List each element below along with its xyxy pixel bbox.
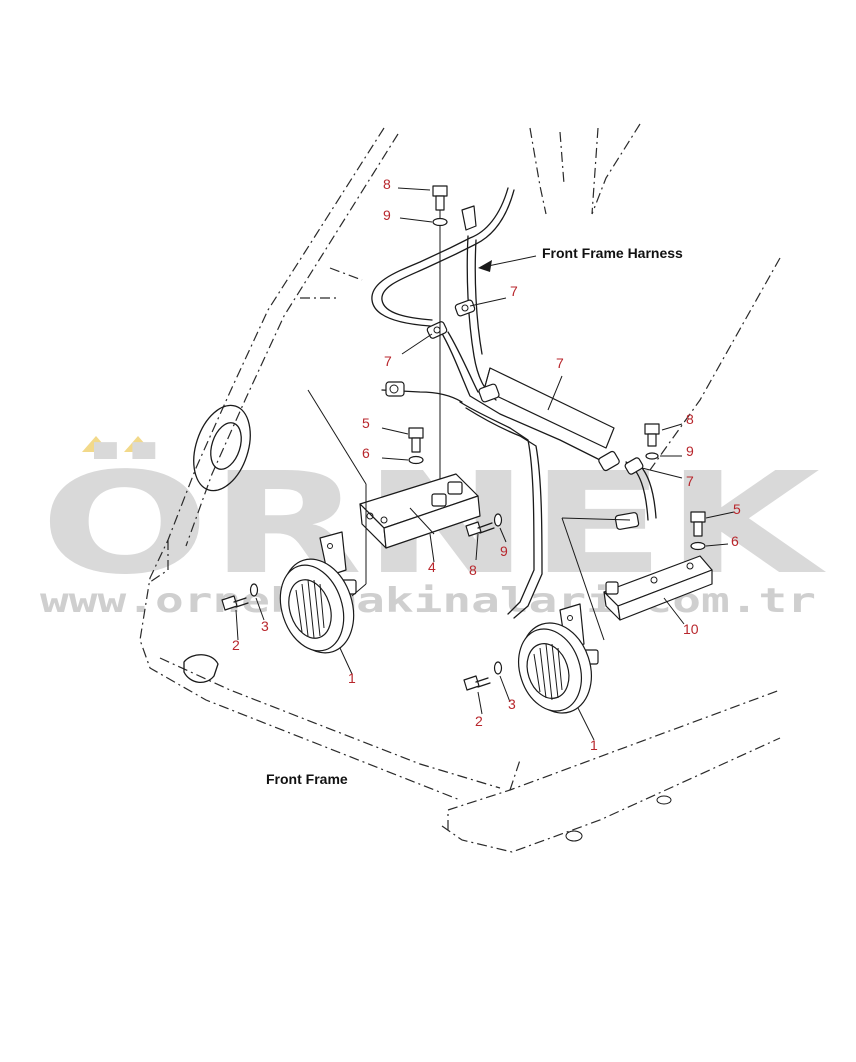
bolt-5-right [690,511,706,537]
callout-3: 3 [508,696,516,712]
bolt-8-mid [465,521,495,537]
caption-front-frame-harness: Front Frame Harness [542,245,683,261]
washer-3-right [493,661,503,675]
washer-3-left [249,583,259,597]
bolt-8-right [644,423,660,447]
bolt-2-left [221,595,249,611]
callout-9: 9 [500,543,508,559]
callout-10: 10 [683,621,699,637]
bracket-4 [359,473,481,549]
horn-grille-left [295,579,325,639]
callout-7: 7 [384,353,392,369]
callout-2: 2 [232,637,240,653]
washer-9-mid [493,513,503,527]
caption-front-frame: Front Frame [266,771,348,787]
horn-1-right [518,603,599,714]
leader-lines [235,187,735,741]
front-frame-outline [139,123,781,853]
hardware [221,185,706,691]
callout-5: 5 [733,501,741,517]
harness-arrow-head [478,260,492,272]
bolt-8-top [432,185,448,211]
callout-7: 7 [556,355,564,371]
bolt-5-left [408,427,424,453]
callout-9: 9 [383,207,391,223]
callout-7: 7 [510,283,518,299]
callout-6: 6 [731,533,739,549]
callout-9: 9 [686,443,694,459]
callout-3: 3 [261,618,269,634]
horn-1-left [279,531,357,654]
horn-grille-right [533,643,563,701]
washer-9-right [645,452,659,460]
callouts: 8 9 7 7 7 5 6 4 8 9 8 9 7 5 6 10 2 3 1 2… [232,176,741,753]
callout-4: 4 [428,559,436,575]
watermark-accent-right [124,436,152,452]
watermark-accent-left [82,436,110,452]
callout-7: 7 [686,473,694,489]
bolt-2-right [463,675,491,691]
washer-6-right [690,541,706,551]
washer-6-left [408,455,424,465]
callout-5: 5 [362,415,370,431]
callout-1: 1 [590,737,598,753]
callout-2: 2 [475,713,483,729]
callout-8: 8 [469,562,477,578]
washer-9-top [432,217,448,227]
callout-6: 6 [362,445,370,461]
callout-8: 8 [686,411,694,427]
callout-1: 1 [348,670,356,686]
bracket-10 [603,555,713,621]
callout-8: 8 [383,176,391,192]
